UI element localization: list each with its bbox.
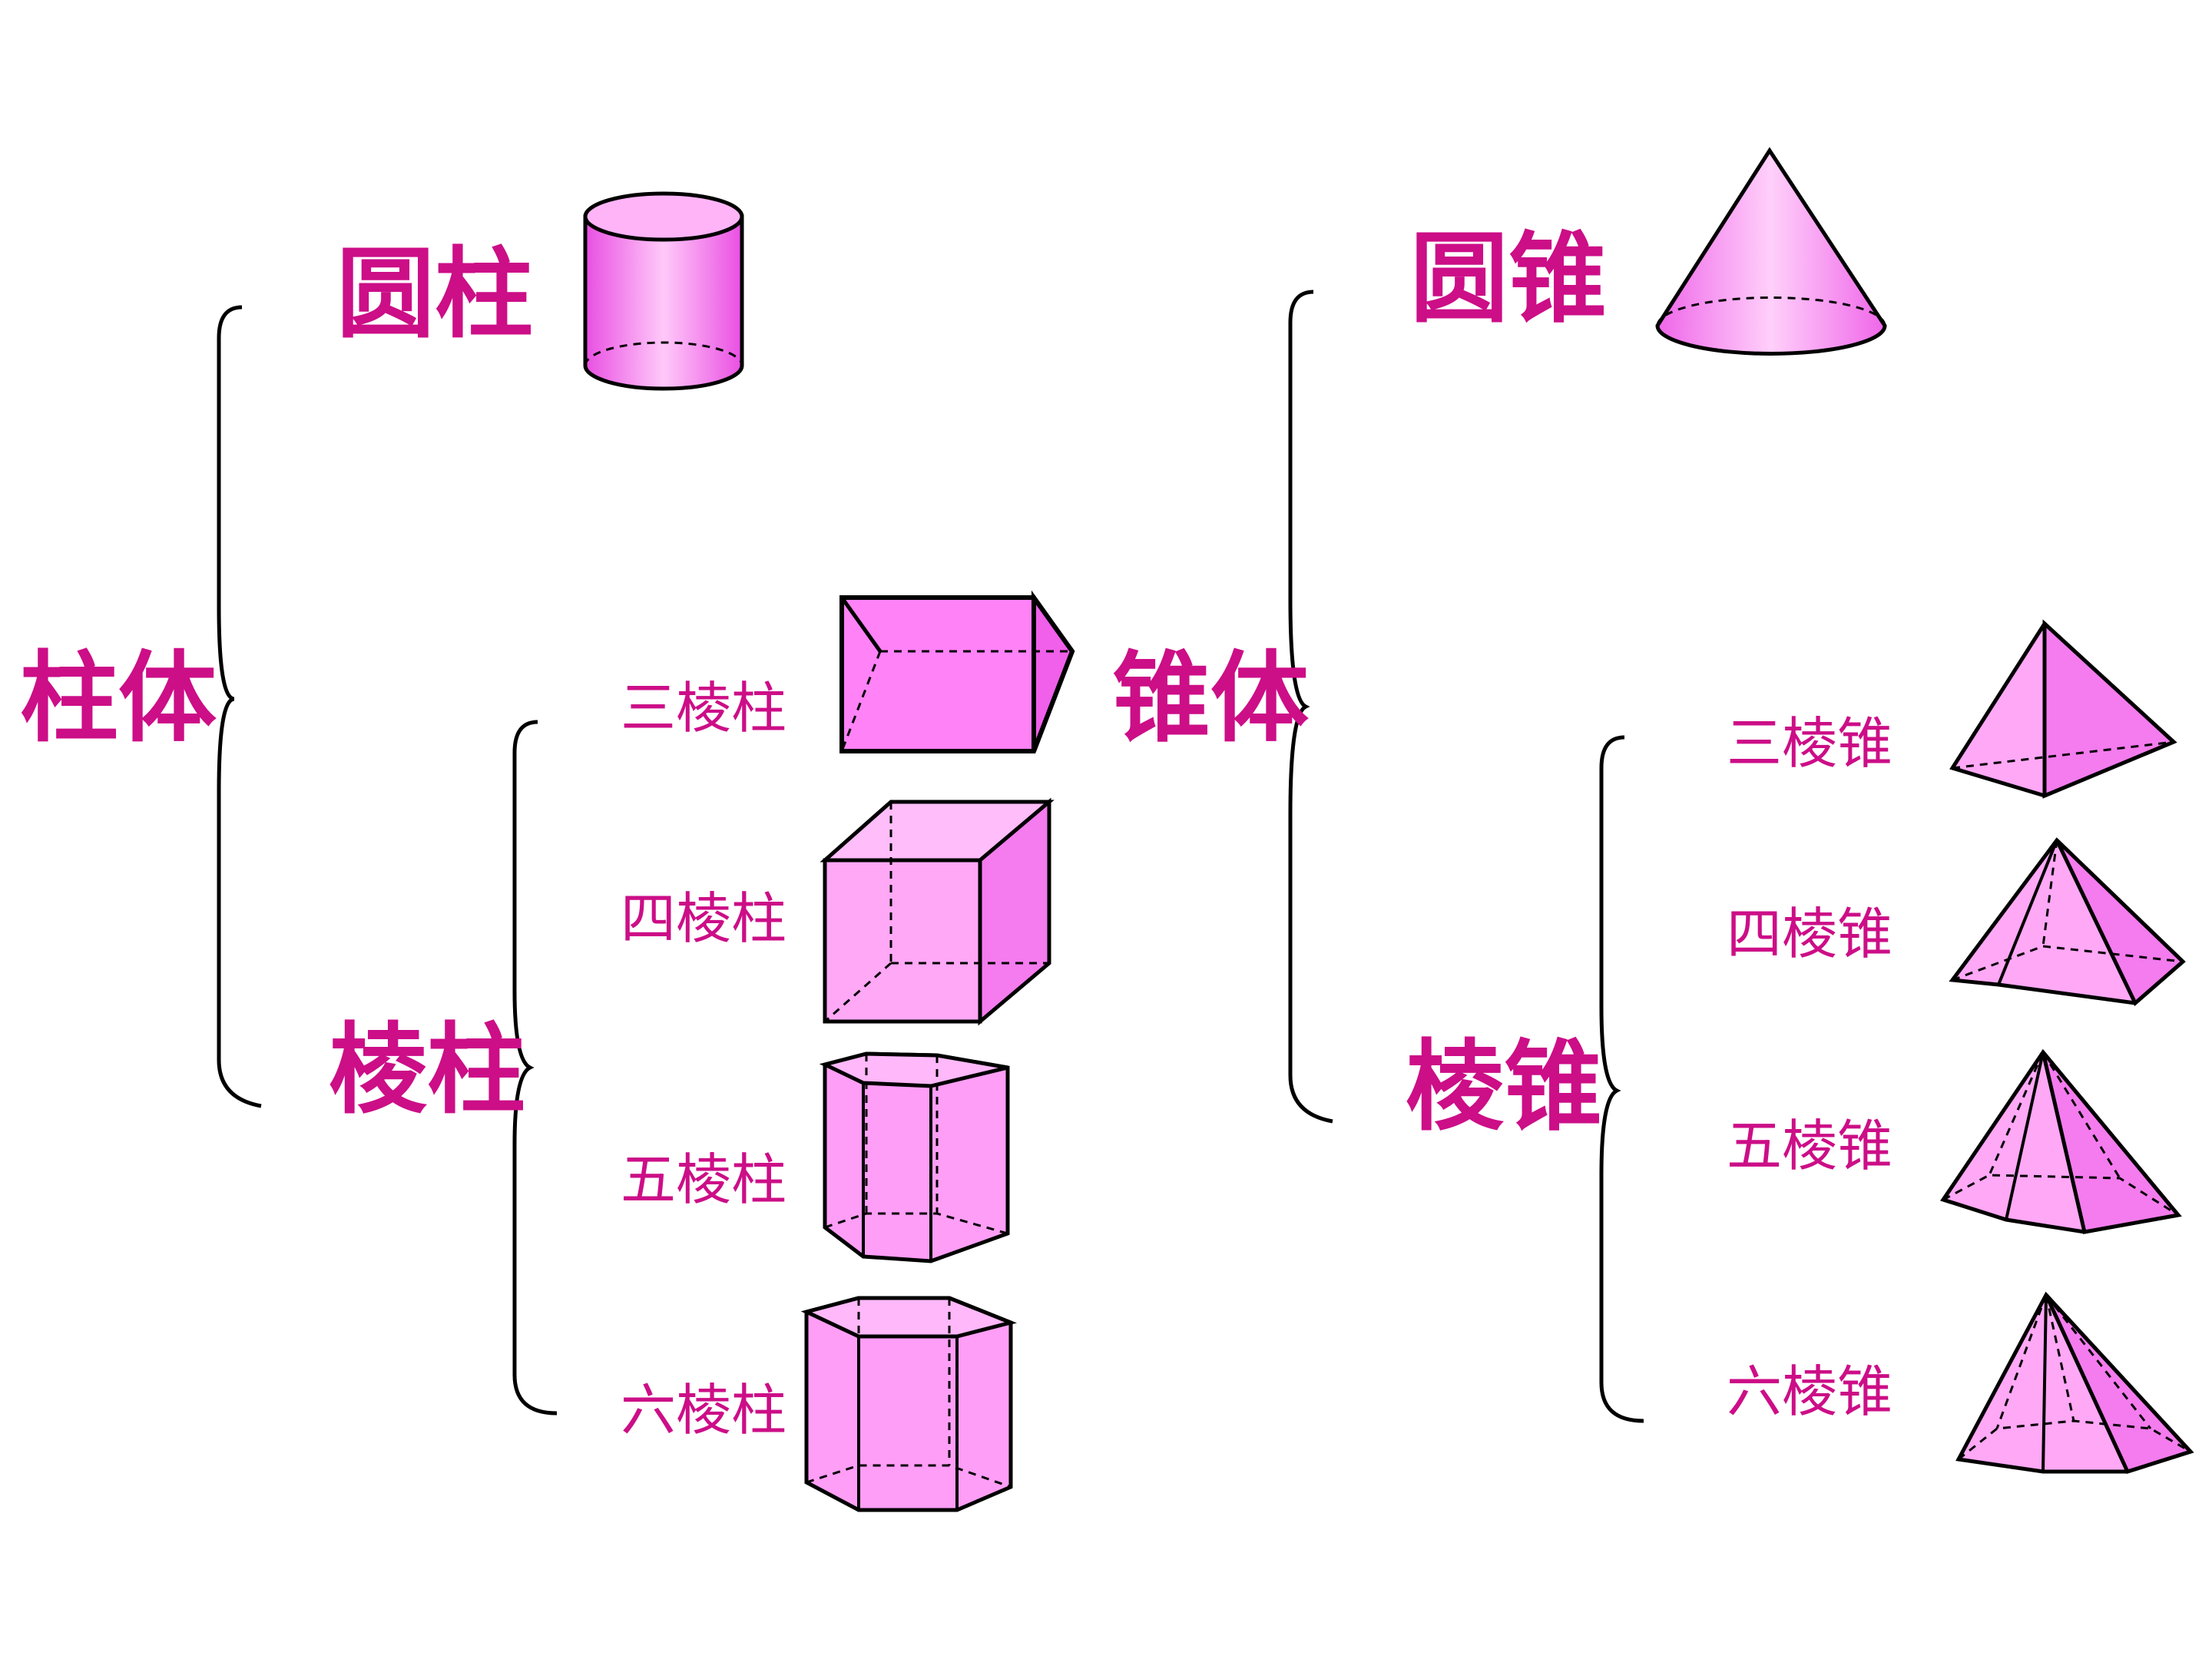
brace-prism-types [512, 720, 558, 1416]
label-cones: 锥体 [1112, 641, 1310, 756]
triangular-pyramid-icon [1949, 619, 2177, 799]
label-tri-pyramid: 三棱锥 [1727, 711, 1893, 776]
pentagonal-pyramid-icon [1940, 1048, 2182, 1234]
label-prism: 棱柱 [329, 1013, 526, 1128]
label-prisms: 柱体 [20, 641, 217, 756]
brace-prisms [217, 305, 262, 1108]
label-hex-pyramid: 六棱锥 [1727, 1359, 1893, 1424]
square-pyramid-icon [1949, 837, 2186, 1007]
label-tri-prism: 三棱柱 [621, 676, 787, 740]
label-cylinder: 圆柱 [336, 237, 534, 352]
pentagonal-prism-icon [819, 1051, 1010, 1263]
cone-icon [1655, 147, 1887, 356]
cube-icon [820, 797, 1055, 1026]
label-pent-pyramid: 五棱锥 [1727, 1114, 1893, 1178]
label-pent-prism: 五棱柱 [621, 1147, 787, 1212]
label-quad-pyramid: 四棱锥 [1727, 902, 1893, 966]
label-hex-prism: 六棱柱 [621, 1378, 787, 1442]
hexagonal-pyramid-icon [1955, 1291, 2194, 1475]
triangular-prism-icon [839, 590, 1075, 753]
brace-cones [1288, 290, 1333, 1124]
cylinder-icon [583, 191, 744, 391]
brace-pyramid-types [1599, 735, 1644, 1423]
label-pyramid: 棱锥 [1406, 1030, 1603, 1144]
label-quad-prism: 四棱柱 [621, 886, 787, 951]
label-cone: 圆锥 [1410, 222, 1608, 336]
hexagonal-prism-icon [800, 1296, 1018, 1512]
